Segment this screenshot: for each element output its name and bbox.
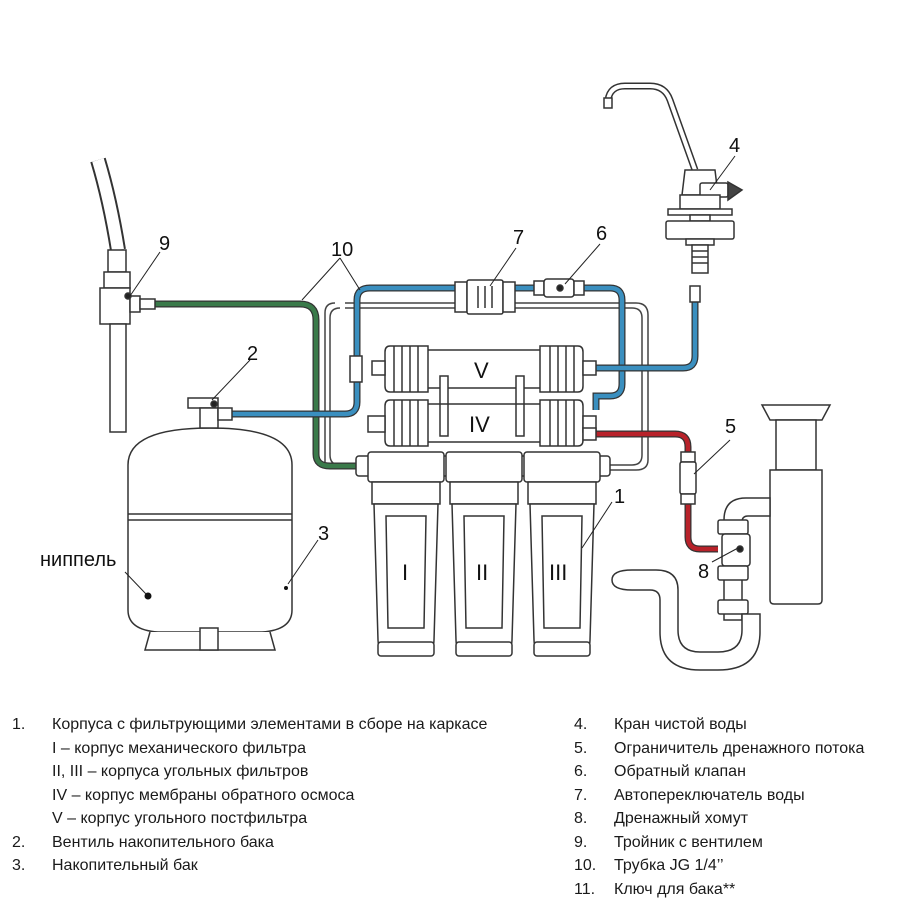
housing-label-iii: III (549, 560, 567, 585)
leader-lines (124, 155, 739, 595)
callout-1: 1 (614, 486, 625, 508)
legend-subitem: I – корпус механического фильтра (52, 739, 306, 757)
callout-10: 10 (331, 239, 353, 261)
housing-label-i: I (402, 560, 408, 585)
callout-2: 2 (247, 343, 258, 365)
legend-subitem: V – корпус угольного постфильтра (52, 810, 308, 827)
legend-item: 11.Ключ для бака** (574, 880, 736, 898)
housings-vertical (355, 451, 611, 657)
blue-tube-faucet (582, 300, 699, 372)
housing-label-v: V (474, 358, 489, 383)
legend-item: 3.Накопительный бак (12, 857, 198, 874)
blue-tube-tank (230, 284, 455, 418)
tank-valve (187, 397, 233, 429)
callout-7: 7 (513, 227, 524, 249)
storage-tank (127, 427, 293, 651)
nipple-label: ниппель (40, 549, 116, 571)
sink-siphon (611, 404, 832, 671)
blue-tube-top (515, 284, 626, 410)
tank-dot (284, 586, 288, 590)
drain-flow-limiter (679, 451, 697, 505)
check-valve (533, 278, 585, 298)
callout-6: 6 (596, 223, 607, 245)
callout-9: 9 (159, 233, 170, 255)
legend-item: 7.Автопереключатель воды (574, 786, 805, 804)
housing-iii (523, 451, 601, 657)
tee-valve (90, 157, 156, 433)
housing-iv (367, 399, 597, 447)
housing-label-ii: II (476, 560, 488, 585)
clean-water-faucet (603, 82, 744, 303)
callout-3: 3 (318, 523, 329, 545)
housing-label-iv: IV (469, 412, 490, 437)
legend-subitem: IV – корпус мембраны обратного осмоса (52, 786, 355, 804)
legend-right: 4.Кран чистой воды 5.Ограничитель дренаж… (574, 713, 919, 901)
legend-item: 10.Трубка JG 1/4’’ (574, 857, 724, 874)
legend-subitem: II, III – корпуса угольных фильтров (52, 763, 309, 780)
callout-8: 8 (698, 561, 709, 583)
tee-fitting-left (349, 355, 363, 383)
callout-4: 4 (729, 135, 740, 157)
legend-item: 9.Тройник с вентилем (574, 833, 763, 851)
legend-item: 2.Вентиль накопительного бака (12, 833, 274, 851)
legend-item: 1.Корпуса с фильтрующими элементами в сб… (12, 716, 488, 733)
legend-item: 5.Ограничитель дренажного потока (574, 739, 865, 757)
legend-item: 8.Дренажный хомут (574, 810, 749, 827)
nipple-dot (144, 592, 152, 600)
ro-system-diagram: 4 9 10 7 6 2 5 1 3 8 ниппель V IV I II I… (40, 82, 832, 671)
green-tube (155, 300, 360, 470)
legend-left: 1.Корпуса с фильтрующими элементами в сб… (12, 713, 582, 878)
housing-v (371, 345, 597, 437)
callout-5: 5 (725, 416, 736, 438)
housing-ii (445, 451, 523, 657)
auto-shutoff-valve (454, 279, 516, 315)
housing-i (367, 451, 445, 657)
legend-item: 4.Кран чистой воды (574, 716, 747, 733)
legend-item: 6.Обратный клапан (574, 763, 746, 780)
filter-frame (324, 302, 649, 471)
